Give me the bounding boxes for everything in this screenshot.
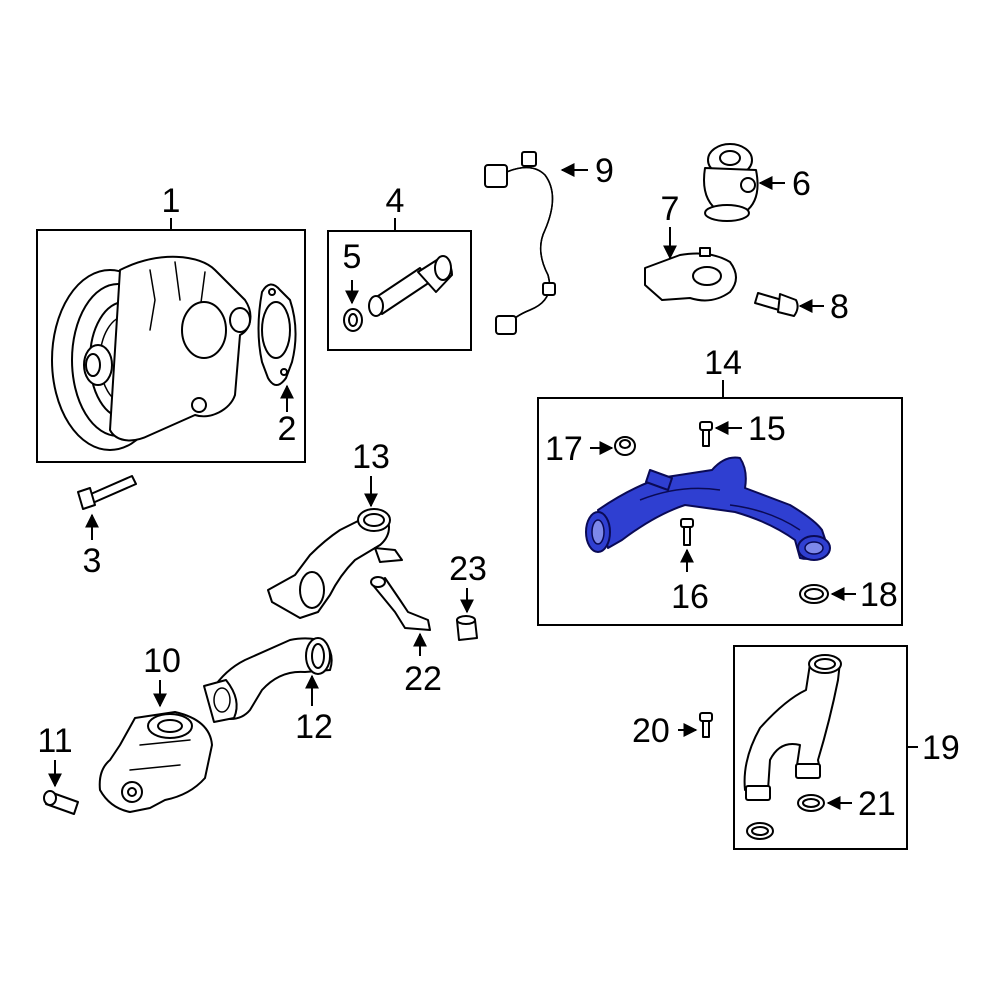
auxiliary-water-pump[interactable] xyxy=(703,143,759,222)
water-pump[interactable] xyxy=(51,255,252,451)
coolant-pipe-19[interactable] xyxy=(743,654,842,801)
coolant-hose-elbow[interactable] xyxy=(203,637,333,723)
callout-8[interactable]: 8 xyxy=(830,288,849,326)
callout-18[interactable]: 18 xyxy=(860,576,898,614)
thermostat-housing[interactable] xyxy=(267,508,403,619)
callout-20[interactable]: 20 xyxy=(632,712,670,750)
coolant-pipe-highlighted[interactable] xyxy=(585,456,831,561)
callout-4[interactable]: 4 xyxy=(386,182,405,220)
thermostat-bolt[interactable] xyxy=(43,790,79,815)
callout-7[interactable]: 7 xyxy=(661,190,680,228)
callout-6[interactable]: 6 xyxy=(792,165,811,203)
pump-bolt[interactable] xyxy=(77,475,137,510)
wiring-harness[interactable] xyxy=(484,151,556,335)
plug[interactable] xyxy=(614,436,636,456)
callout-17[interactable]: 17 xyxy=(545,430,583,468)
callout-14[interactable]: 14 xyxy=(704,344,742,382)
o-ring-19-bottom[interactable] xyxy=(746,822,774,840)
callout-22[interactable]: 22 xyxy=(404,660,442,698)
o-ring-18[interactable] xyxy=(799,584,829,604)
callout-19[interactable]: 19 xyxy=(922,729,960,767)
callout-2[interactable]: 2 xyxy=(278,410,297,448)
callout-3[interactable]: 3 xyxy=(83,542,102,580)
callout-15[interactable]: 15 xyxy=(748,410,786,448)
coolant-fitting[interactable] xyxy=(368,255,453,317)
callout-5[interactable]: 5 xyxy=(343,238,362,276)
thermostat-assembly[interactable] xyxy=(98,711,213,813)
small-hose[interactable] xyxy=(370,576,431,631)
callout-21[interactable]: 21 xyxy=(858,785,896,823)
fitting-seal[interactable] xyxy=(343,308,363,332)
water-pump-gasket[interactable] xyxy=(257,283,297,386)
bracket-bolt[interactable] xyxy=(754,292,799,317)
callout-23[interactable]: 23 xyxy=(449,550,487,588)
callout-13[interactable]: 13 xyxy=(352,438,390,476)
pipe-bolt-20[interactable] xyxy=(699,712,713,738)
group-box-4 xyxy=(327,230,472,351)
callout-12[interactable]: 12 xyxy=(295,708,333,746)
cap[interactable] xyxy=(456,615,478,641)
callout-10[interactable]: 10 xyxy=(143,642,181,680)
callout-16[interactable]: 16 xyxy=(671,578,709,616)
o-ring-21[interactable] xyxy=(797,794,825,812)
group-box-14 xyxy=(537,397,903,626)
callout-9[interactable]: 9 xyxy=(595,152,614,190)
callout-11[interactable]: 11 xyxy=(37,722,72,760)
pump-bracket[interactable] xyxy=(644,247,737,302)
pipe-bolt-upper[interactable] xyxy=(699,421,713,447)
callout-1[interactable]: 1 xyxy=(162,182,181,220)
pipe-bolt-lower[interactable] xyxy=(680,518,694,546)
